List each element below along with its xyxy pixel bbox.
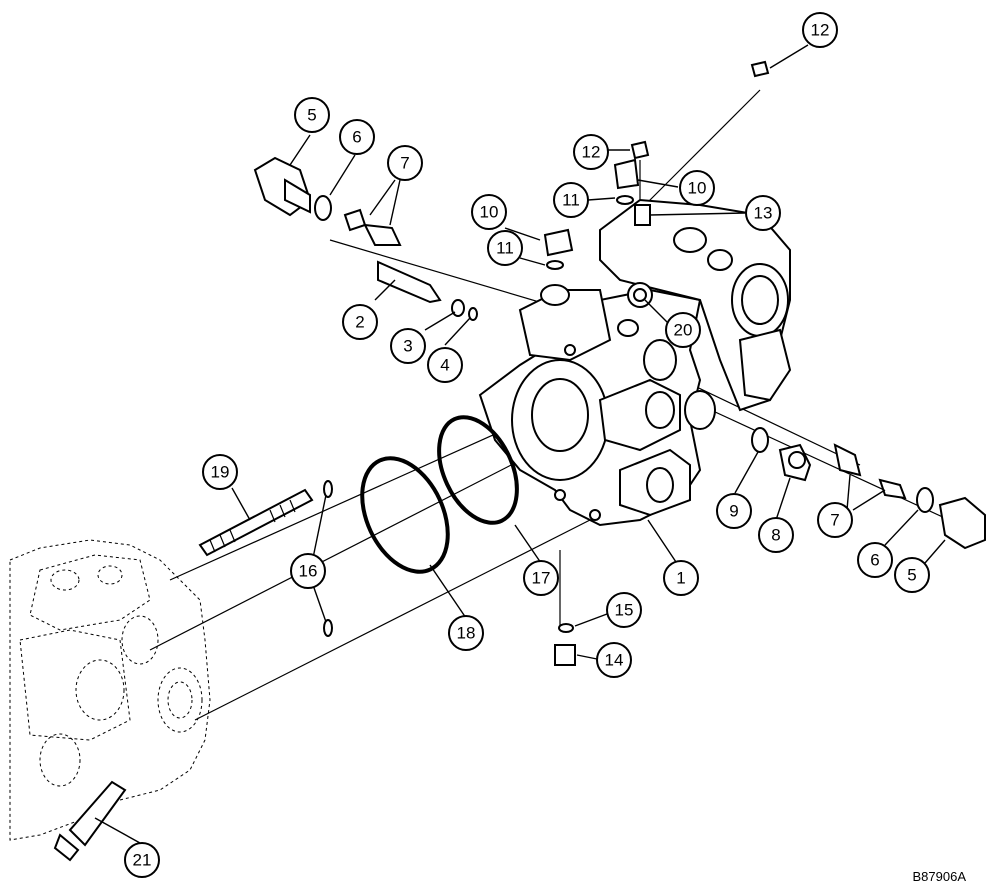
callout-8-label: 8 [771, 526, 780, 545]
rear-housing [599, 198, 792, 412]
right-fittings [751, 427, 986, 550]
upper-left-fittings [253, 156, 478, 321]
o-rings-large [360, 415, 519, 574]
callout-7-top-label: 7 [400, 154, 409, 173]
callout-21-label: 21 [133, 851, 152, 870]
callout-20: 20 [665, 312, 701, 348]
callout-14-label: 14 [605, 651, 624, 670]
callout-9: 9 [716, 493, 752, 529]
callout-7-top: 7 [387, 145, 423, 181]
callout-17: 17 [523, 560, 559, 596]
callout-16: 16 [290, 553, 326, 589]
callout-5-top-label: 5 [307, 106, 316, 125]
callout-4: 4 [427, 347, 463, 383]
callout-6-top: 6 [339, 119, 375, 155]
callout-20-label: 20 [674, 321, 693, 340]
callout-10-right-label: 10 [688, 179, 707, 198]
callout-12-mid: 12 [573, 134, 609, 170]
callout-11-right-label: 11 [562, 191, 580, 210]
callout-18: 18 [448, 615, 484, 651]
callout-3-label: 3 [403, 337, 412, 356]
callout-7-right: 7 [817, 502, 853, 538]
callout-19-label: 19 [211, 463, 230, 482]
callout-5-top: 5 [294, 97, 330, 133]
callout-6-right-label: 6 [870, 551, 879, 570]
callout-10-left: 10 [471, 194, 507, 230]
callout-19: 19 [202, 454, 238, 490]
callout-2: 2 [342, 304, 378, 340]
callout-2-label: 2 [355, 313, 364, 332]
callout-18-label: 18 [457, 624, 476, 643]
leader-lines [94, 44, 946, 844]
callout-6-top-label: 6 [352, 128, 361, 147]
valve-body [478, 284, 716, 527]
callout-5-right-label: 5 [907, 566, 916, 585]
reference-code: B87906A [912, 869, 967, 884]
callout-11-right: 11 [553, 182, 589, 218]
callout-4-label: 4 [440, 356, 449, 375]
callout-13-label: 13 [754, 204, 773, 223]
small-rings [323, 480, 333, 637]
stud [198, 488, 314, 557]
callout-14: 14 [596, 642, 632, 678]
plugs [543, 60, 770, 666]
callout-12-mid-label: 12 [582, 143, 601, 162]
callout-16-label: 16 [299, 562, 318, 581]
callout-1-label: 1 [676, 569, 685, 588]
ghost-pump-housing [9, 539, 211, 841]
callout-10-right: 10 [679, 170, 715, 206]
callout-8: 8 [758, 517, 794, 553]
bolt [53, 780, 127, 862]
callout-6-right: 6 [857, 542, 893, 578]
callout-21: 21 [124, 842, 160, 878]
callout-11-left-label: 11 [496, 239, 514, 258]
callout-7-right-label: 7 [830, 511, 839, 530]
callout-17-label: 17 [532, 569, 551, 588]
callout-1: 1 [663, 560, 699, 596]
callout-5-right: 5 [894, 557, 930, 593]
callout-12-top: 12 [802, 12, 838, 48]
callout-15: 15 [606, 592, 642, 628]
callout-10-left-label: 10 [480, 203, 499, 222]
callout-3: 3 [390, 328, 426, 364]
callout-15-label: 15 [615, 601, 634, 620]
callout-12-top-label: 12 [811, 21, 830, 40]
callout-11-left: 11 [487, 230, 523, 266]
callout-9-label: 9 [729, 502, 738, 521]
callout-13: 13 [745, 195, 781, 231]
